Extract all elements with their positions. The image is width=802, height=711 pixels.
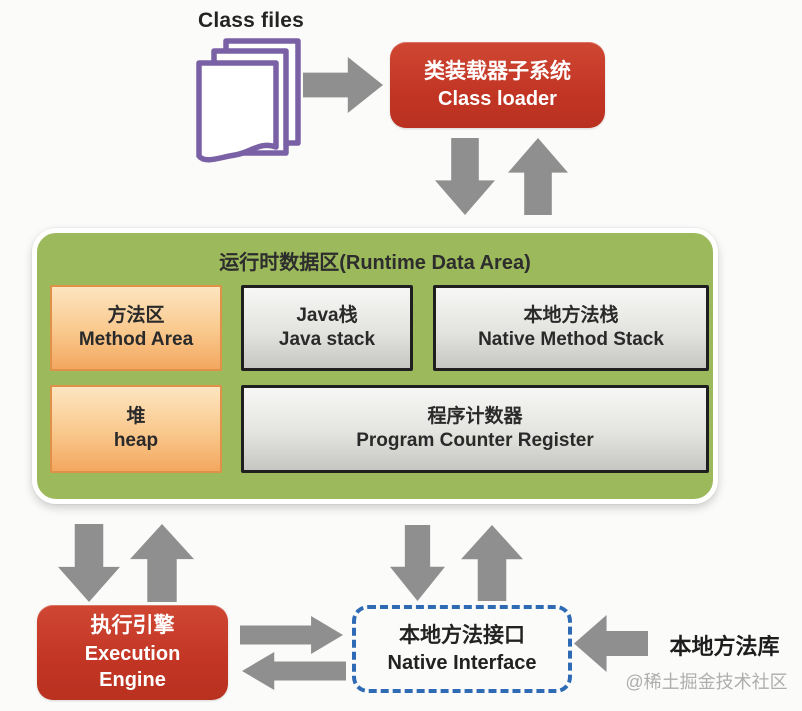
method-area-label-en: Method Area — [78, 329, 194, 351]
method-area-label-zh: 方法区 — [107, 304, 165, 326]
class-loader-node: 类装载器子系统 Class loader — [390, 42, 605, 128]
program-counter-node: 程序计数器 Program Counter Register — [241, 385, 709, 473]
execution-engine-label-zh: 执行引擎 — [90, 614, 175, 638]
arrow-runtime-to-classloader-icon — [508, 138, 568, 215]
java-stack-label-en: Java stack — [278, 329, 376, 351]
native-method-stack-node: 本地方法栈 Native Method Stack — [433, 285, 709, 371]
runtime-data-area-title: 运行时数据区(Runtime Data Area) — [219, 252, 531, 274]
native-method-stack-label-zh: 本地方法栈 — [523, 304, 619, 326]
class-files-document-stack-icon — [196, 38, 301, 163]
program-counter-label-zh: 程序计数器 — [427, 405, 523, 427]
arrow-runtime-to-engine-icon — [58, 524, 120, 602]
native-library-label: 本地方法库 — [669, 634, 780, 659]
heap-label-en: heap — [113, 430, 159, 452]
heap-label-zh: 堆 — [126, 405, 146, 427]
native-interface-node: 本地方法接口 Native Interface — [352, 605, 572, 693]
arrow-engine-to-nativeinterface-icon — [240, 616, 343, 654]
runtime-data-area: 运行时数据区(Runtime Data Area) 方法区 Method Are… — [32, 228, 718, 504]
arrow-nativeinterface-to-engine-icon — [242, 652, 346, 690]
native-interface-label-zh: 本地方法接口 — [399, 624, 525, 648]
java-stack-label-zh: Java栈 — [296, 304, 358, 326]
arrow-engine-to-runtime-icon — [130, 524, 194, 602]
class-files-label: Class files — [197, 9, 305, 32]
arrow-runtime-to-nativeinterface-icon — [390, 525, 445, 601]
native-method-stack-label-en: Native Method Stack — [478, 329, 664, 351]
native-interface-label-en: Native Interface — [387, 651, 537, 674]
execution-engine-label-en1: Execution — [84, 642, 181, 665]
java-stack-node: Java栈 Java stack — [241, 285, 413, 371]
arrow-classfiles-to-classloader-icon — [303, 57, 383, 113]
execution-engine-node: 执行引擎 Execution Engine — [37, 605, 228, 700]
method-area-node: 方法区 Method Area — [50, 285, 222, 371]
class-loader-label-en: Class loader — [438, 88, 557, 111]
arrow-classloader-to-runtime-icon — [435, 138, 495, 215]
program-counter-label-en: Program Counter Register — [356, 430, 594, 452]
arrow-nativeinterface-to-runtime-icon — [461, 525, 523, 601]
arrow-nativelibrary-to-nativeinterface-icon — [574, 615, 648, 672]
class-loader-label-zh: 类装载器子系统 — [424, 59, 571, 83]
watermark-text: @稀土掘金技术社区 — [625, 672, 788, 692]
execution-engine-label-en2: Engine — [99, 668, 166, 691]
heap-node: 堆 heap — [50, 385, 222, 473]
